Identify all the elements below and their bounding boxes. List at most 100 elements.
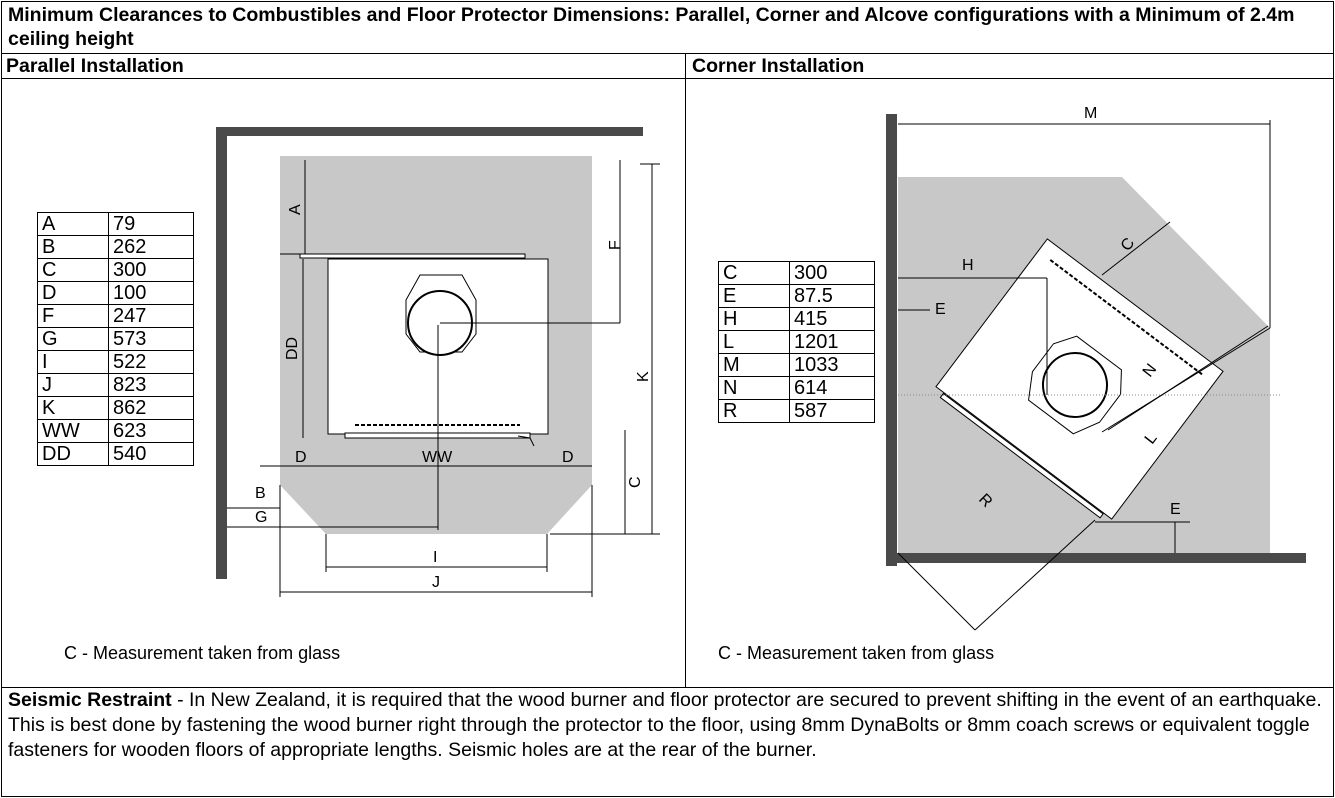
seismic-heading: Seismic Restraint — [8, 689, 172, 711]
corner-diagram: M H E C N L R E — [886, 105, 1306, 631]
dim-g-label: G — [255, 509, 267, 526]
dimension-key: J — [37, 373, 109, 397]
side-wall — [216, 127, 227, 579]
dim-ww-label: WW — [422, 449, 453, 466]
dimension-key: C — [37, 258, 109, 282]
dim-f-label: F — [607, 240, 624, 250]
dimension-key: L — [718, 330, 790, 354]
dimension-key: B — [37, 235, 109, 259]
dimension-value: 262 — [108, 235, 194, 259]
divider — [1, 53, 1334, 54]
parallel-caption: C - Measurement taken from glass — [64, 643, 341, 663]
dim-l-line — [1101, 327, 1271, 433]
dim-e-bottom-label: E — [1170, 501, 1181, 518]
dimension-key: F — [37, 304, 109, 328]
dim-r-line — [974, 519, 1096, 631]
dimension-value: 247 — [108, 304, 194, 328]
divider — [1, 78, 1334, 79]
rear-wall — [216, 127, 643, 136]
corner-side-wall — [886, 553, 1306, 563]
dimension-key: E — [718, 284, 790, 308]
corner-back-wall — [886, 114, 897, 566]
corner-heading: Corner Installation — [692, 55, 865, 77]
dimension-value: 300 — [789, 261, 875, 285]
dimension-value: 1033 — [789, 353, 875, 377]
stove-handle — [517, 435, 535, 447]
dimension-value: 573 — [108, 327, 194, 351]
dimension-value: 623 — [108, 419, 194, 443]
dimension-key: M — [718, 353, 790, 377]
dim-e-left-label: E — [935, 301, 946, 318]
dim-d-right-label: D — [562, 449, 574, 466]
dimension-key: K — [37, 396, 109, 420]
dimension-value: 100 — [108, 281, 194, 305]
dimension-value: 87.5 — [789, 284, 875, 308]
page-title: Minimum Clearances to Combustibles and F… — [8, 4, 1295, 50]
dim-h-label: H — [962, 257, 974, 274]
parallel-heading: Parallel Installation — [6, 55, 184, 77]
dim-dd-label: DD — [284, 337, 301, 360]
dimension-value: 614 — [789, 376, 875, 400]
dim-r-ext — [897, 552, 976, 631]
dimension-value: 79 — [108, 212, 194, 236]
dimension-key: N — [718, 376, 790, 400]
dimension-key: G — [37, 327, 109, 351]
dimension-key: DD — [37, 442, 109, 466]
dimension-key: I — [37, 350, 109, 374]
dim-j-label: J — [432, 574, 440, 591]
dim-n-line — [1107, 325, 1269, 431]
dim-k-label: K — [635, 371, 652, 382]
dimension-key: R — [718, 399, 790, 423]
dimension-value: 1201 — [789, 330, 875, 354]
seismic-text: - In New Zealand, it is required that th… — [8, 689, 1322, 761]
corner-caption: C - Measurement taken from glass — [718, 643, 995, 663]
dim-c-line — [1101, 221, 1171, 276]
dimension-value: 587 — [789, 399, 875, 423]
dim-a-label: A — [287, 204, 304, 215]
dimension-value: 862 — [108, 396, 194, 420]
seismic-note: Seismic Restraint - In New Zealand, it i… — [8, 688, 1333, 763]
dim-d-left-label: D — [295, 449, 307, 466]
dim-i-label: I — [433, 549, 437, 566]
dimension-key: A — [37, 212, 109, 236]
dim-m-label: M — [1084, 105, 1097, 122]
dimension-key: D — [37, 281, 109, 305]
dimension-value: 540 — [108, 442, 194, 466]
column-divider — [685, 53, 686, 687]
stove-top-rim — [299, 253, 526, 259]
dimension-value: 522 — [108, 350, 194, 374]
dimension-key: WW — [37, 419, 109, 443]
dimension-key: C — [718, 261, 790, 285]
dimension-value: 823 — [108, 373, 194, 397]
dimension-value: 415 — [789, 307, 875, 331]
divider — [1, 687, 1334, 688]
corner-stove — [935, 238, 1224, 520]
dim-c-label: C — [627, 476, 644, 488]
parallel-diagram: A F K DD C D WW D B G I J — [216, 127, 660, 597]
dim-b-label: B — [255, 485, 266, 502]
dimension-key: H — [718, 307, 790, 331]
dimension-value: 300 — [108, 258, 194, 282]
